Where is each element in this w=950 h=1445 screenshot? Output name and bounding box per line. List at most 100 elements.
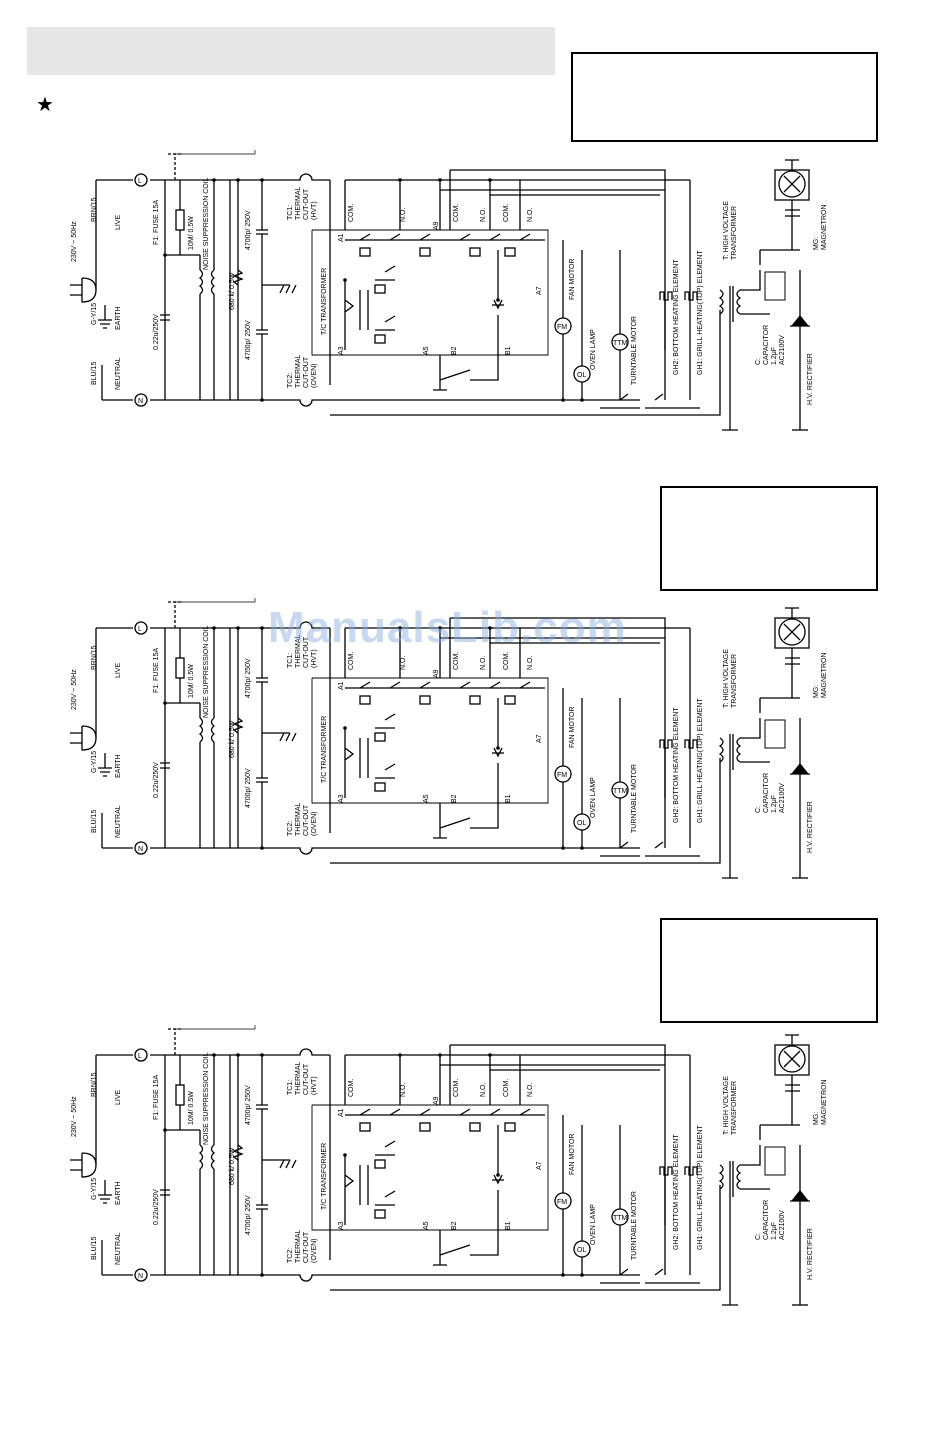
schematic-2: 230V ~ 50Hz BRN/15 LIVE G-Y/15 EARTH BLU…: [0, 598, 950, 1018]
label-tc1c: CUT-OUT: [303, 1063, 310, 1095]
label-no-3: N.O.: [527, 1083, 534, 1097]
label-capc3: 1.2μF: [771, 795, 778, 813]
header-title-bar: [27, 27, 555, 75]
label-fan: FAN MOTOR: [569, 707, 576, 748]
label-tc1a: TC1:: [287, 1080, 294, 1095]
label-no-3: N.O.: [527, 208, 534, 222]
label-hvt2: TRANSFORMER: [731, 206, 738, 260]
label-brn: BRN/15: [91, 1072, 98, 1097]
label-tm: TTM: [613, 340, 628, 347]
label-gh2: GH2: BOTTOM HEATING ELEMENT: [673, 1134, 680, 1250]
label-blu: BLU/15: [91, 362, 98, 385]
label-tc1a: TC1:: [287, 205, 294, 220]
label-res: 10M/ 0.5W: [188, 216, 195, 250]
label-lamp: OVEN LAMP: [590, 777, 597, 818]
label-capc2: CAPACITOR: [763, 1200, 770, 1240]
label-capc1: C:: [755, 806, 762, 813]
wiring-schematic: 230V ~ 50Hz BRN/15 LIVE G-Y/15 EARTH BLU…: [70, 150, 828, 431]
label-a7: A7: [536, 734, 543, 743]
label-neutral: NEUTRAL: [115, 805, 122, 838]
label-tc1d: (HVT): [311, 1076, 318, 1095]
label-gh1: GH1: GRILL HEATING(TOP) ELEMENT: [697, 250, 704, 375]
label-lamp: OVEN LAMP: [590, 329, 597, 370]
label-tc1b: THERMAL: [295, 1061, 302, 1095]
label-com-3: COM.: [503, 204, 510, 222]
label-a5: A5: [423, 1221, 430, 1230]
label-N: N: [138, 1273, 143, 1280]
label-ol: OL: [577, 820, 586, 827]
label-rect: H.V. RECTIFIER: [807, 801, 814, 853]
label-fuse: F1: FUSE 15A: [153, 648, 160, 693]
label-no-1: N.O.: [400, 656, 407, 670]
label-noise: NOISE SUPPRESSION COIL: [203, 1052, 210, 1145]
label-capc1: C:: [755, 1233, 762, 1240]
label-N: N: [138, 398, 143, 405]
label-com-1: COM.: [348, 204, 355, 222]
label-tct: T/C TRANSFORMER: [321, 1143, 328, 1210]
label-a9: A9: [433, 669, 440, 678]
label-c4700a: 4700p/ 250V: [245, 658, 252, 698]
wiring-schematic: 230V ~ 50Hz BRN/15 LIVE G-Y/15 EARTH BLU…: [70, 598, 828, 879]
label-com-1: COM.: [348, 1079, 355, 1097]
label-capc4: AC2100V: [779, 783, 786, 813]
label-mg1: MG:: [813, 1112, 820, 1125]
label-a7: A7: [536, 1161, 543, 1170]
label-tct: T/C TRANSFORMER: [321, 268, 328, 335]
label-capc4: AC2100V: [779, 1210, 786, 1240]
label-gh1: GH1: GRILL HEATING(TOP) ELEMENT: [697, 1125, 704, 1250]
label-cap022: 0.22u/250V: [153, 314, 160, 350]
label-blu: BLU/15: [91, 1237, 98, 1260]
label-ttmotor: TURNTABLE MOTOR: [631, 764, 638, 833]
label-c4700b: 4700p/ 250V: [245, 320, 252, 360]
label-fm: FM: [557, 1199, 567, 1206]
label-a9: A9: [433, 1096, 440, 1105]
label-noise: NOISE SUPPRESSION COIL: [203, 177, 210, 270]
label-capc2: CAPACITOR: [763, 325, 770, 365]
label-r680: 680 k/ 0.5W: [229, 1147, 236, 1185]
label-com-2: COM.: [453, 204, 460, 222]
label-live: LIVE: [115, 1089, 122, 1105]
label-mg2: MAGNETRON: [821, 205, 828, 251]
label-ol: OL: [577, 372, 586, 379]
label-com-2: COM.: [453, 652, 460, 670]
label-res: 10M/ 0.5W: [188, 664, 195, 698]
label-fan: FAN MOTOR: [569, 1134, 576, 1175]
label-gy: G-Y/15: [91, 751, 98, 773]
label-gy: G-Y/15: [91, 1178, 98, 1200]
label-live: LIVE: [115, 214, 122, 230]
watermark: ManualsLib.com: [268, 603, 627, 652]
label-com-3: COM.: [503, 652, 510, 670]
label-gh1: GH1: GRILL HEATING(TOP) ELEMENT: [697, 698, 704, 823]
label-no-2: N.O.: [480, 208, 487, 222]
label-capc3: 1.2μF: [771, 1222, 778, 1240]
label-a1: A1: [338, 681, 345, 690]
label-neutral: NEUTRAL: [115, 357, 122, 390]
label-earth: EARTH: [115, 1181, 122, 1205]
label-no-1: N.O.: [400, 1083, 407, 1097]
label-c4700b: 4700p/ 250V: [245, 1195, 252, 1235]
label-mg2: MAGNETRON: [821, 653, 828, 699]
label-ol: OL: [577, 1247, 586, 1254]
label-b2: B2: [451, 794, 458, 803]
label-com-1: COM.: [348, 652, 355, 670]
label-tc1c: CUT-OUT: [303, 636, 310, 668]
label-r680: 680 k/ 0.5W: [229, 272, 236, 310]
label-L: L: [138, 626, 142, 633]
label-tc1a: TC1:: [287, 653, 294, 668]
label-lamp: OVEN LAMP: [590, 1204, 597, 1245]
star-note-symbol: ★: [36, 94, 54, 116]
label-c4700a: 4700p/ 250V: [245, 210, 252, 250]
label-supply: 230V ~ 50Hz: [71, 669, 78, 710]
label-no-2: N.O.: [480, 1083, 487, 1097]
label-neutral: NEUTRAL: [115, 1232, 122, 1265]
label-mg2: MAGNETRON: [821, 1080, 828, 1126]
label-tc2c: CUT-OUT: [303, 356, 310, 388]
label-tc2d: (OVEN): [311, 1239, 318, 1264]
label-tc2a: TC2:: [287, 1248, 294, 1263]
label-rect: H.V. RECTIFIER: [807, 1228, 814, 1280]
label-noise: NOISE SUPPRESSION COIL: [203, 625, 210, 718]
label-hvt1: T: HIGH VOLTAGE: [723, 649, 730, 708]
label-capc1: C:: [755, 358, 762, 365]
label-a1: A1: [338, 1108, 345, 1117]
label-com-3: COM.: [503, 1079, 510, 1097]
